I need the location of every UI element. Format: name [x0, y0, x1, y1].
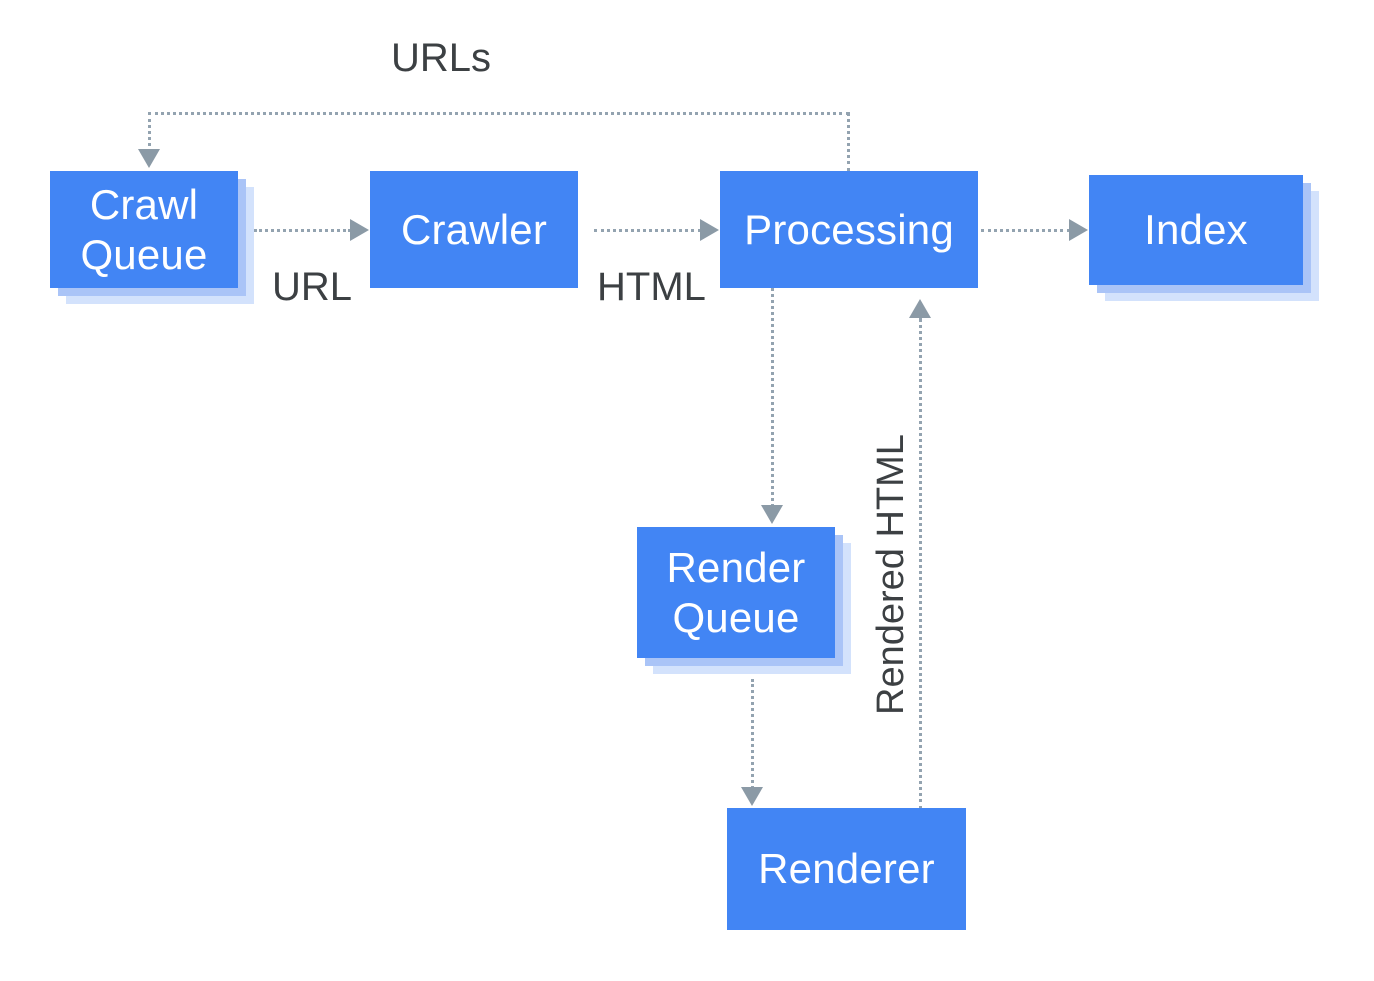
- node-index-face: [1089, 175, 1303, 285]
- edge-urls-segment-left: [148, 112, 849, 115]
- edge-index-arrowhead: [1069, 219, 1088, 241]
- edge-renderer-line: [751, 679, 754, 789]
- node-crawl-queue-face: [50, 171, 238, 288]
- edge-render-queue-arrowhead: [761, 505, 783, 524]
- node-render-queue-label: Render Queue: [666, 543, 806, 641]
- node-crawl-queue-label: Crawl Queue: [80, 180, 208, 278]
- node-processing-face: [720, 171, 978, 288]
- node-renderer-label: Renderer: [758, 845, 935, 893]
- node-renderer-face: [727, 808, 966, 930]
- edge-index-line: [981, 229, 1070, 232]
- edge-render-queue-line: [771, 288, 774, 507]
- edge-rendered-html-line: [919, 318, 922, 810]
- edge-label-url: URL: [272, 265, 353, 309]
- edge-label-rendered-html: Rendered HTML: [870, 434, 912, 715]
- edge-html-arrowhead: [700, 219, 719, 241]
- node-index-label: Index: [1144, 206, 1248, 254]
- edge-urls-segment-down: [148, 112, 151, 158]
- node-crawl-queue[interactable]: Crawl Queue: [50, 171, 238, 288]
- edge-label-urls: URLs: [391, 36, 492, 80]
- edge-renderer-arrowhead: [741, 787, 763, 806]
- node-crawler[interactable]: Crawler: [370, 171, 578, 288]
- node-render-queue[interactable]: Render Queue: [637, 527, 835, 658]
- edge-urls-arrowhead: [138, 149, 160, 168]
- edge-label-html: HTML: [597, 265, 706, 309]
- node-render-queue-face: [637, 527, 835, 658]
- node-crawler-face: [370, 171, 578, 288]
- node-processing-label: Processing: [744, 205, 954, 253]
- edge-url-line: [254, 229, 351, 232]
- edge-url-arrowhead: [350, 219, 369, 241]
- node-crawler-label: Crawler: [400, 205, 548, 253]
- node-processing[interactable]: Processing: [720, 171, 978, 288]
- edge-rendered-html-arrowhead: [909, 299, 931, 318]
- edge-html-line: [594, 229, 701, 232]
- node-index[interactable]: Index: [1089, 175, 1303, 285]
- node-renderer[interactable]: Renderer: [727, 808, 966, 930]
- edge-urls-segment-up: [847, 112, 850, 172]
